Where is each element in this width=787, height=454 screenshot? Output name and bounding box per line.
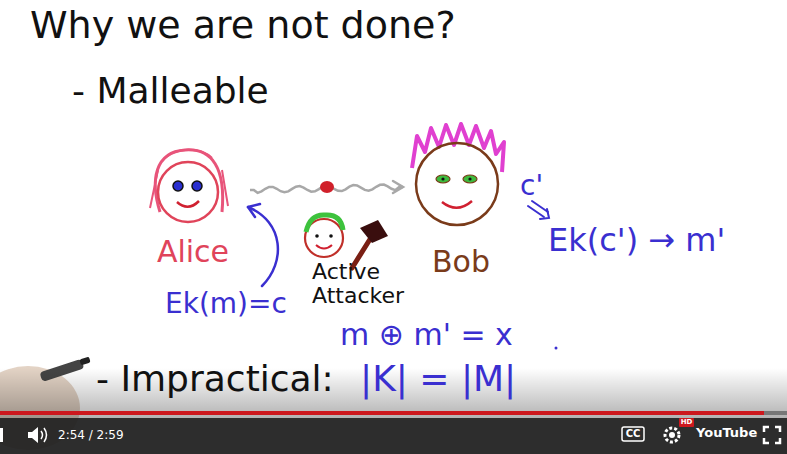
cc-button — [622, 427, 644, 441]
hd-badge — [679, 418, 694, 427]
ink-dot — [555, 347, 558, 350]
fullscreen-icon — [764, 427, 780, 443]
bullet-point: - Impractical: — [96, 358, 334, 399]
progress-track — [0, 411, 787, 415]
volume-icon — [28, 427, 47, 443]
youtube-logo: YouTube — [696, 426, 757, 441]
slide-title: Why we are not done? — [30, 4, 456, 48]
person-bob: Bob — [405, 120, 517, 280]
implies-arrow — [528, 201, 549, 219]
bob-face — [412, 124, 504, 225]
formula: |K| = |M| — [360, 358, 516, 399]
alice-face — [150, 150, 228, 222]
formula: m ⊕ m' = x — [340, 318, 513, 353]
formula: Ek(c') → m' — [548, 222, 725, 259]
progress-played — [0, 411, 764, 415]
pause-icon — [0, 428, 3, 442]
person-name: Bob — [405, 245, 517, 278]
formula: c' — [520, 170, 543, 202]
attacker-face — [305, 215, 343, 257]
message-blob — [320, 181, 334, 193]
hd-label: HD — [679, 418, 694, 427]
cc-label: CC — [622, 428, 644, 440]
formula: Ek(m)=c — [165, 288, 287, 320]
message-arrow — [250, 181, 403, 193]
person-alice: Alice — [140, 140, 246, 270]
leader-arrow — [248, 204, 278, 286]
player-controls-bar — [0, 418, 787, 454]
person-name: Alice — [140, 235, 246, 268]
bullet-point: - Malleable — [72, 70, 269, 111]
person-attacker: Active Attacker — [292, 208, 426, 310]
video-time: 2:54 / 2:59 — [58, 429, 124, 443]
settings-gear — [665, 428, 679, 442]
person-name: Active Attacker — [312, 260, 426, 308]
